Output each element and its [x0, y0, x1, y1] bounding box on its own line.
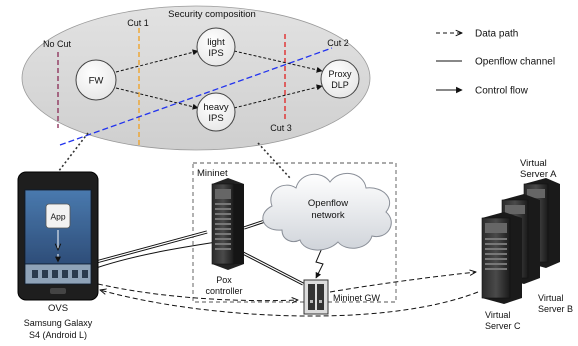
pox-label-1: Pox: [216, 275, 232, 285]
no-cut-label: No Cut: [43, 39, 72, 49]
edge-light-proxy: [233, 50, 323, 73]
mininet-gw: Mininet GW: [303, 279, 381, 315]
data-path-gw-server: [329, 272, 476, 293]
virtual-server-c: Virtual Server C: [481, 212, 522, 331]
server-c-label-1: Virtual: [485, 310, 510, 320]
legend-item-data-path: Data path: [436, 29, 518, 40]
app-label: App: [50, 212, 65, 222]
openflow-cloud: Openflow network: [262, 173, 392, 251]
fw-node-label: FW: [89, 76, 104, 87]
gw-device-icon: [303, 279, 329, 315]
light-ips-node: light IPS: [196, 27, 236, 67]
cloud-label-2: network: [311, 210, 345, 221]
data-path-phone-gw: [97, 283, 298, 301]
legend: Data path Openflow channel Control flow: [436, 29, 555, 97]
edge-fw-light: [115, 49, 199, 73]
light-ips-label-2: IPS: [208, 48, 223, 59]
proxy-dlp-label-2: DLP: [331, 80, 349, 90]
heavy-ips-node: heavy IPS: [196, 92, 236, 132]
edge-heavy-proxy: [233, 84, 323, 109]
composition-ellipse: [21, 5, 371, 151]
data-path-server-phone: [100, 290, 479, 317]
gw-label: Mininet GW: [333, 293, 381, 303]
server-c-label-2: Server C: [485, 321, 521, 331]
composition-title: Security composition: [168, 9, 256, 20]
server-b-label-2: Server B: [538, 304, 573, 314]
server-a-label-1: Virtual: [520, 158, 547, 169]
phone-home-button: [50, 288, 66, 294]
device-label-1: Samsung Galaxy: [24, 318, 93, 328]
proxy-dlp-label-1: Proxy: [328, 69, 352, 79]
legend-openflow-label: Openflow channel: [475, 57, 555, 68]
light-ips-label-1: light: [207, 37, 225, 48]
cut2-label: Cut 2: [327, 38, 349, 48]
phone-device: App OVS Samsung Galaxy S4 (Android L): [17, 171, 99, 340]
cut1-label: Cut 1: [127, 18, 149, 28]
app-icon: [45, 203, 71, 229]
fw-node: FW: [75, 59, 117, 101]
legend-item-openflow-channel: Openflow channel: [436, 57, 555, 68]
pox-label-2: controller: [205, 286, 242, 296]
zoom-line-left: [54, 132, 89, 177]
server-a-label-2: Server A: [520, 169, 557, 180]
control-flow-cloud-gw: [315, 247, 324, 279]
proxy-dlp-node: Proxy DLP: [320, 59, 360, 99]
cloud-shape: [262, 173, 392, 251]
heavy-ips-label-1: heavy: [203, 102, 229, 113]
ovs-label: OVS: [48, 303, 68, 314]
cut3-label: Cut 3: [270, 123, 292, 133]
device-label-2: S4 (Android L): [29, 330, 87, 340]
pox-controller: Pox controller: [205, 178, 244, 296]
ovs-switch-ports: [32, 270, 88, 278]
cut2-line: [59, 47, 333, 146]
mininet-title: Mininet: [197, 168, 228, 179]
cloud-label-1: Openflow: [308, 198, 348, 209]
edge-fw-heavy: [115, 87, 199, 110]
heavy-ips-label-2: IPS: [208, 113, 223, 124]
legend-control-flow-label: Control flow: [475, 86, 529, 97]
server-b-label-1: Virtual: [538, 293, 563, 303]
legend-item-control-flow: Control flow: [436, 86, 529, 97]
legend-data-path-label: Data path: [475, 29, 518, 40]
zoom-line-right: [257, 142, 291, 179]
security-composition: Security composition No Cut Cut 1 Cut 2 …: [21, 5, 371, 151]
